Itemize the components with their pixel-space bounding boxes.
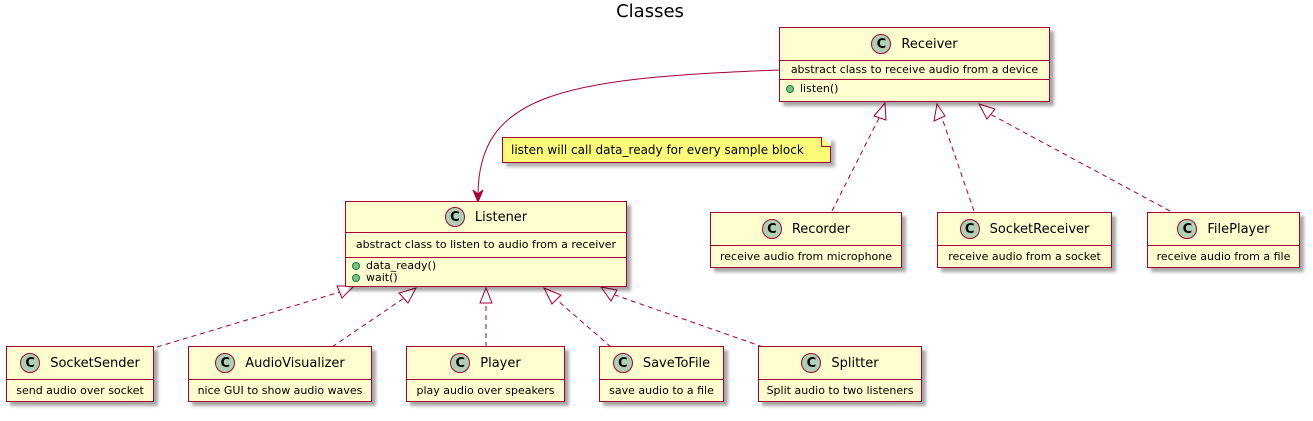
class-description: send audio over socket (7, 379, 153, 402)
class-name: Recorder (791, 221, 851, 237)
inherit-arrowhead (336, 285, 356, 299)
association-arrowhead (472, 189, 484, 204)
class-name: SocketSender (50, 355, 140, 371)
inherit-arrowhead (479, 286, 493, 304)
class-description: save audio to a file (600, 379, 723, 402)
class-name: FilePlayer (1207, 221, 1270, 237)
class-badge-icon: C (450, 353, 471, 373)
note-text: listen will call data_ready for every sa… (511, 143, 804, 157)
edge-socketsender-listener (156, 291, 341, 348)
inherit-arrowhead (977, 103, 996, 120)
inherit-arrowhead (542, 287, 562, 305)
edge-savetofile-listener (556, 299, 612, 348)
edge-recorder-receiver (831, 117, 880, 212)
class-description: play audio over speakers (407, 379, 564, 402)
association-edge (477, 69, 780, 197)
inherit-arrowhead (873, 101, 887, 121)
edge-socketreceiver-receiver (941, 117, 975, 212)
class-description: receive audio from microphone (711, 245, 901, 268)
method: wait() (366, 271, 398, 284)
method: data_ready() (366, 259, 437, 272)
note: listen will call data_ready for every sa… (502, 137, 831, 163)
class-description: receive audio from a socket (938, 245, 1111, 268)
class-badge-icon: C (20, 353, 41, 373)
edge-fileplayer-receiver (989, 113, 1171, 212)
class-badge-icon: C (1177, 219, 1198, 239)
note-fold-icon (821, 137, 831, 147)
method: listen() (800, 82, 839, 95)
class-name: AudioVisualizer (245, 355, 345, 371)
class-socket-receiver: C SocketReceiver receive audio from a so… (937, 212, 1112, 268)
class-badge-icon: C (801, 353, 822, 373)
class-description: receive audio from a file (1148, 245, 1299, 268)
class-player: C Player play audio over speakers (406, 346, 565, 402)
class-socket-sender: C SocketSender send audio over socket (6, 346, 154, 402)
edge-audiovisualizer-listener (331, 295, 408, 348)
class-badge-icon: C (871, 34, 892, 54)
class-badge-icon: C (959, 219, 980, 239)
inherit-arrowhead (398, 287, 418, 304)
class-badge-icon: C (444, 207, 465, 227)
class-badge-icon: C (215, 353, 236, 373)
class-name: SaveToFile (642, 355, 711, 371)
inherit-arrowhead (599, 286, 618, 302)
class-badge-icon: C (612, 353, 633, 373)
class-listener: C Listener abstract class to listen to a… (345, 201, 627, 287)
class-name: SocketReceiver (989, 221, 1090, 237)
class-description: Split audio to two listeners (759, 379, 921, 402)
public-method-icon (352, 274, 360, 282)
class-file-player: C FilePlayer receive audio from a file (1147, 212, 1300, 268)
edge-splitter-listener (614, 294, 764, 348)
inherit-arrowhead (933, 102, 946, 122)
class-description: abstract class to listen to audio from a… (346, 232, 626, 257)
class-name: Listener (474, 209, 528, 225)
class-splitter: C Splitter Split audio to two listeners (758, 346, 922, 402)
class-audio-visualizer: C AudioVisualizer nice GUI to show audio… (188, 346, 372, 402)
class-description: abstract class to receive audio from a d… (780, 60, 1049, 79)
public-method-icon (352, 262, 360, 270)
class-description: nice GUI to show audio waves (189, 379, 371, 402)
class-name: Player (480, 355, 521, 371)
public-method-icon (786, 85, 794, 93)
diagram-title: Classes (616, 1, 684, 22)
class-badge-icon: C (761, 219, 782, 239)
class-name: Splitter (831, 355, 879, 371)
class-receiver: C Receiver abstract class to receive aud… (779, 27, 1050, 102)
class-name: Receiver (901, 36, 958, 52)
class-save-to-file: C SaveToFile save audio to a file (599, 346, 724, 402)
class-recorder: C Recorder receive audio from microphone (710, 212, 902, 268)
